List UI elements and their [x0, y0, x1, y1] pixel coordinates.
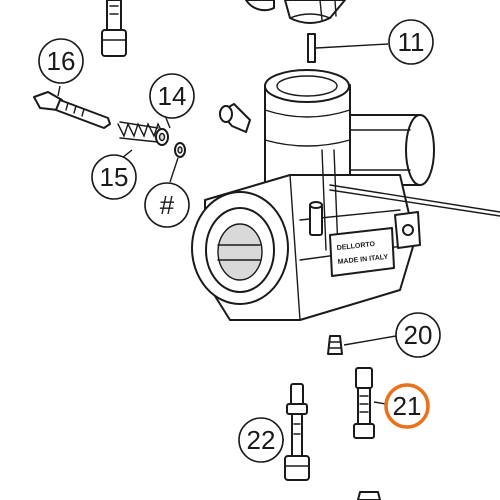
callout-hash[interactable]: # — [144, 182, 190, 228]
nameplate: DELLORTO MADE IN ITALY — [329, 227, 395, 277]
bottom-cropped-part — [357, 491, 381, 500]
o-ring-part — [174, 142, 186, 158]
washer-part — [155, 128, 169, 146]
mixture-screw-part — [33, 91, 111, 129]
emulsion-tube-part-21 — [353, 367, 375, 439]
leader-14 — [165, 117, 171, 129]
callout-16-label: 16 — [47, 46, 76, 76]
leader-20 — [343, 335, 397, 346]
callout-21-highlighted[interactable]: 21 — [384, 383, 430, 429]
top-screw-part — [101, 0, 127, 57]
leader-16 — [57, 85, 61, 97]
callout-14-label: 14 — [158, 81, 187, 111]
jet-part-20 — [327, 335, 343, 355]
callout-15[interactable]: 15 — [91, 154, 137, 200]
callout-15-label: 15 — [100, 162, 129, 192]
callout-20[interactable]: 20 — [395, 312, 441, 358]
callout-22-label: 22 — [247, 425, 276, 455]
callout-14[interactable]: 14 — [149, 73, 195, 119]
callout-21-label: 21 — [393, 391, 422, 421]
needle-jet-part-22 — [284, 383, 310, 481]
leader-21 — [373, 401, 387, 405]
carburetor-body: DELLORTO MADE IN ITALY — [191, 69, 500, 321]
top-cropped-callout — [245, 0, 275, 12]
callout-11-label: 11 — [398, 27, 425, 57]
spring-part — [117, 121, 165, 143]
callout-hash-label: # — [160, 190, 175, 220]
callout-11[interactable]: 11 — [388, 19, 434, 65]
throttle-slide-part — [284, 0, 346, 63]
leader-11 — [315, 43, 389, 49]
nameplate-brand: DELLORTO — [336, 241, 375, 252]
callout-20-label: 20 — [404, 320, 433, 350]
leader-hash — [169, 157, 179, 183]
callout-16[interactable]: 16 — [38, 38, 84, 84]
callout-22[interactable]: 22 — [238, 417, 284, 463]
